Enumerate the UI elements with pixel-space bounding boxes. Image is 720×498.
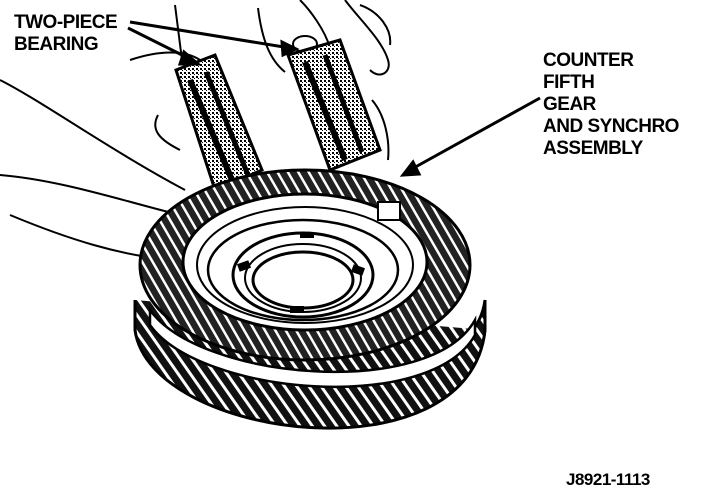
bearing-right-half bbox=[286, 38, 382, 172]
leader-lines bbox=[127, 20, 541, 177]
label-line: GEAR bbox=[543, 94, 596, 115]
label-line: COUNTER bbox=[543, 50, 634, 71]
gear-body bbox=[133, 168, 487, 430]
label-line: BEARING bbox=[14, 34, 99, 55]
label-line: AND SYNCHRO bbox=[543, 116, 679, 137]
label-line: FIFTH bbox=[543, 72, 595, 93]
figure-code: J8921-1113 bbox=[566, 470, 650, 489]
bearing-left-half bbox=[174, 53, 264, 193]
label-line: ASSEMBLY bbox=[543, 138, 643, 159]
label-two-piece-bearing: TWO-PIECE BEARING bbox=[14, 12, 118, 56]
label-line: TWO-PIECE bbox=[14, 12, 118, 33]
left-hand bbox=[0, 4, 286, 261]
label-counter-fifth-gear: COUNTER FIFTH GEAR AND SYNCHRO ASSEMBLY bbox=[543, 50, 679, 160]
